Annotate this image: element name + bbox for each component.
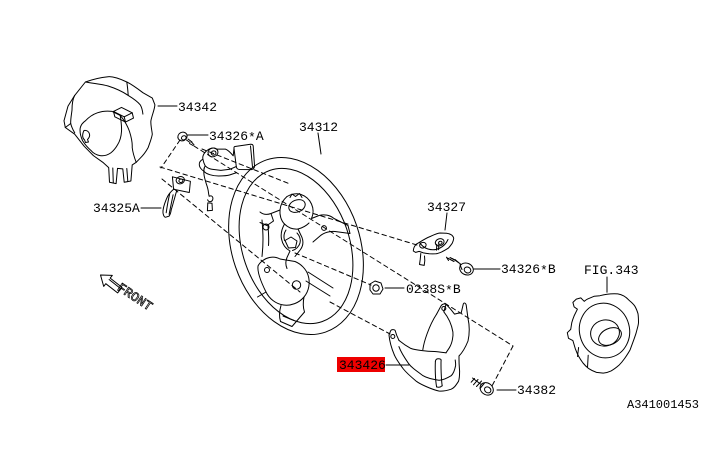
svg-text:34327: 34327 <box>427 200 466 215</box>
svg-text:34325A: 34325A <box>93 201 140 216</box>
svg-text:FIG.343: FIG.343 <box>584 263 639 278</box>
svg-text:343426: 343426 <box>339 358 386 373</box>
svg-text:A341001453: A341001453 <box>627 398 699 412</box>
svg-text:0238S*B: 0238S*B <box>406 282 461 299</box>
svg-text:34382: 34382 <box>517 383 556 398</box>
svg-text:34342: 34342 <box>178 100 217 115</box>
svg-text:34326*B: 34326*B <box>501 262 556 279</box>
svg-text:FRONT: FRONT <box>114 280 155 314</box>
svg-text:34326*A: 34326*A <box>209 129 264 146</box>
svg-text:34312: 34312 <box>299 120 338 135</box>
